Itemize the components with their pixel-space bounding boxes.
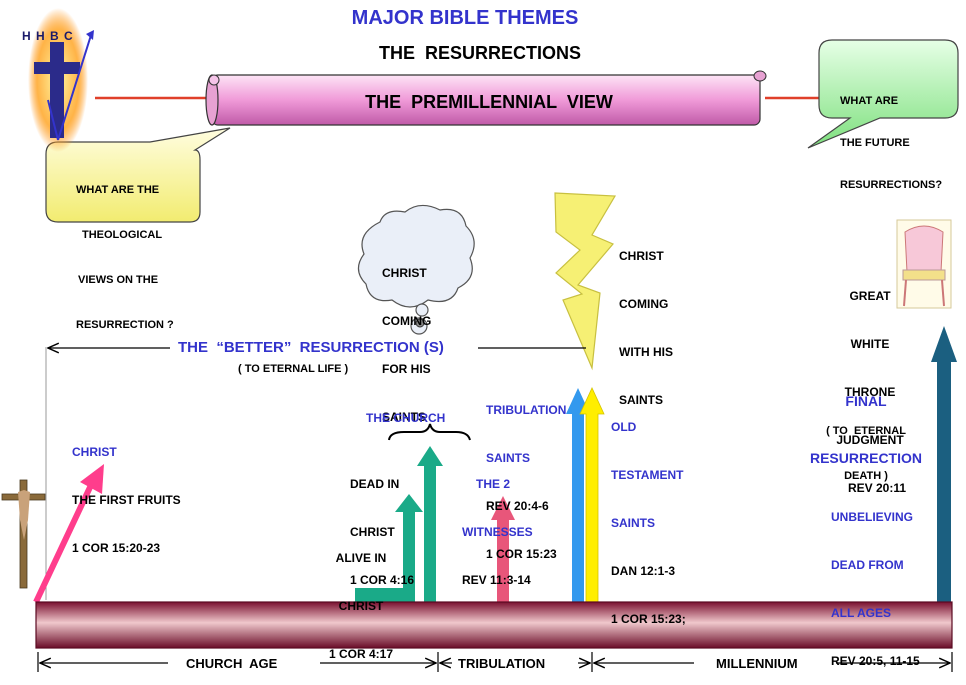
gwt-line: GREAT — [849, 289, 891, 303]
gwt-line: REV 20:11 — [847, 481, 907, 495]
period-arrows — [37, 652, 953, 672]
lightning-line: CHRIST — [619, 249, 664, 263]
lightning-line: WITH HIS — [619, 345, 673, 359]
final-resurrection-sub: ( TO ETERNAL DEATH ) — [806, 394, 926, 499]
hhbc-logo — [28, 8, 94, 152]
cloud-line: CHRIST — [382, 266, 427, 280]
cloud-christ-coming — [357, 204, 475, 335]
two-witnesses-ref: REV 11:3-14 — [462, 573, 531, 587]
dead-in-christ-line: 1 COR 4:16 — [350, 573, 415, 587]
lightning-line: COMING — [619, 297, 669, 311]
two-witnesses-arrow — [491, 496, 515, 602]
unbelieving-title: UNBELIEVING — [831, 510, 914, 524]
trib-saints-title: SAINTS — [486, 451, 531, 465]
period-tribulation: TRIBULATION — [458, 656, 546, 671]
trib-saints-ref: REV 20:4-6 — [486, 499, 549, 513]
final-res-title: RESURRECTION — [809, 450, 922, 466]
alive-in-christ-label: ALIVE IN CHRIST 1 COR 4:17 — [320, 518, 402, 678]
alive-in-christ-line: ALIVE IN — [335, 551, 387, 565]
two-witnesses-title: THE 2 — [476, 477, 511, 491]
alive-in-christ-arrow — [355, 494, 423, 602]
final-res-title: FINAL — [845, 393, 887, 409]
bubble-left-line: THEOLOGICAL — [82, 229, 163, 241]
premillennial-scroll — [205, 70, 767, 126]
final-resurrection-arrow — [931, 326, 957, 602]
the-church-label: THE CHURCH — [366, 411, 446, 425]
bubble-right-line: THE FUTURE — [840, 137, 910, 149]
bubble-right-text: WHAT ARE THE FUTURE RESURRECTIONS? — [840, 66, 942, 206]
lightning-line: SAINTS — [619, 393, 664, 407]
white-throne-icon — [896, 219, 952, 309]
dead-in-christ-line: DEAD IN — [350, 477, 400, 491]
final-res-sub: DEATH ) — [844, 470, 888, 482]
tribulation-saints-label: TRIBULATION SAINTS REV 20:4-6 1 COR 15:2… — [486, 370, 566, 578]
gwt-line: THRONE — [844, 385, 896, 399]
ot-saints-title: TESTAMENT — [611, 468, 684, 482]
logo-letters: H H B C — [22, 29, 74, 43]
final-res-sub: ( TO ETERNAL — [826, 425, 906, 437]
christ-with-saints-label: CHRIST COMING WITH HIS SAINTS — [619, 216, 673, 424]
christ-line: THE FIRST FRUITS — [72, 493, 181, 507]
bubble-left-line: VIEWS ON THE — [78, 274, 159, 286]
ot-saints-title: SAINTS — [611, 516, 656, 530]
unbelieving-dead-label: UNBELIEVING DEAD FROM ALL AGES REV 20:5,… — [831, 477, 920, 685]
cloud-line: SAINTS — [382, 410, 427, 424]
page-subtitle: THE RESURRECTIONS — [378, 43, 582, 63]
period-church-age: CHURCH AGE — [186, 656, 278, 671]
christ-first-fruits-label: CHRIST THE FIRST FRUITS 1 COR 15:20-23 — [72, 412, 181, 572]
christ-first-fruits-arrow — [33, 464, 104, 604]
two-witnesses-title: WITNESSES — [462, 525, 533, 539]
ot-saints-title: OLD — [611, 420, 637, 434]
page-title: MAJOR BIBLE THEMES — [351, 7, 579, 29]
unbelieving-ref: REV 20:5, 11-15 — [831, 654, 920, 668]
alive-in-christ-line: CHRIST — [338, 599, 384, 613]
crucifix-icon — [1, 479, 46, 589]
trib-saints-title: TRIBULATION — [486, 403, 567, 417]
gwt-line: JUDGMENT — [836, 433, 904, 447]
bubble-left-text: WHAT ARE THE THEOLOGICAL VIEWS ON THE RE… — [76, 153, 174, 348]
dead-in-christ-arrow — [417, 446, 443, 602]
period-millennium: MILLENNIUM — [716, 656, 798, 671]
dead-in-christ-label: DEAD IN CHRIST 1 COR 4:16 — [350, 444, 414, 604]
dead-in-christ-line: CHRIST — [350, 525, 395, 539]
ot-saints-label: OLD TESTAMENT SAINTS DAN 12:1-3 1 COR 15… — [611, 387, 686, 643]
great-white-throne-label: GREAT WHITE THRONE JUDGMENT REV 20:11 — [822, 256, 918, 512]
bubble-right-line: RESURRECTIONS? — [840, 179, 943, 191]
ot-saints-ref: DAN 12:1-3 — [611, 564, 676, 578]
two-witnesses-label: THE 2 WITNESSES REV 11:3-14 — [462, 444, 533, 604]
tribulation-saints-arrow — [566, 388, 590, 602]
ot-saints-ref: 1 COR 15:23; — [611, 612, 686, 626]
unbelieving-title: ALL AGES — [831, 606, 892, 620]
bubble-left-line: RESURRECTION ? — [76, 319, 174, 331]
cloud-line: COMING — [382, 314, 432, 328]
lightning-bolt — [554, 192, 617, 371]
speech-bubble-right — [807, 39, 959, 149]
christ-title: CHRIST — [72, 445, 117, 459]
scroll-label: THE PREMILLENNIAL VIEW — [365, 92, 613, 112]
bubble-left-line: WHAT ARE THE — [76, 184, 160, 196]
cloud-text: CHRIST COMING FOR HIS SAINTS — [382, 233, 431, 441]
better-resurrection-sublabel: ( TO ETERNAL LIFE ) — [238, 363, 349, 375]
timeline-bar — [35, 601, 953, 649]
church-brace — [388, 423, 471, 441]
trib-saints-ref: 1 COR 15:23 — [486, 547, 557, 561]
better-resurrection-label: THE “BETTER” RESURRECTION (S) — [178, 339, 444, 356]
cloud-line: FOR HIS — [382, 362, 431, 376]
alive-in-christ-line: 1 COR 4:17 — [328, 647, 394, 661]
ot-saints-arrow — [579, 387, 605, 603]
bubble-right-line: WHAT ARE — [840, 95, 899, 107]
gwt-line: WHITE — [850, 337, 890, 351]
christ-line: 1 COR 15:20-23 — [72, 541, 161, 555]
speech-bubble-left — [45, 127, 231, 223]
final-resurrection-label: FINAL RESURRECTION — [796, 354, 936, 487]
unbelieving-title: DEAD FROM — [831, 558, 904, 572]
